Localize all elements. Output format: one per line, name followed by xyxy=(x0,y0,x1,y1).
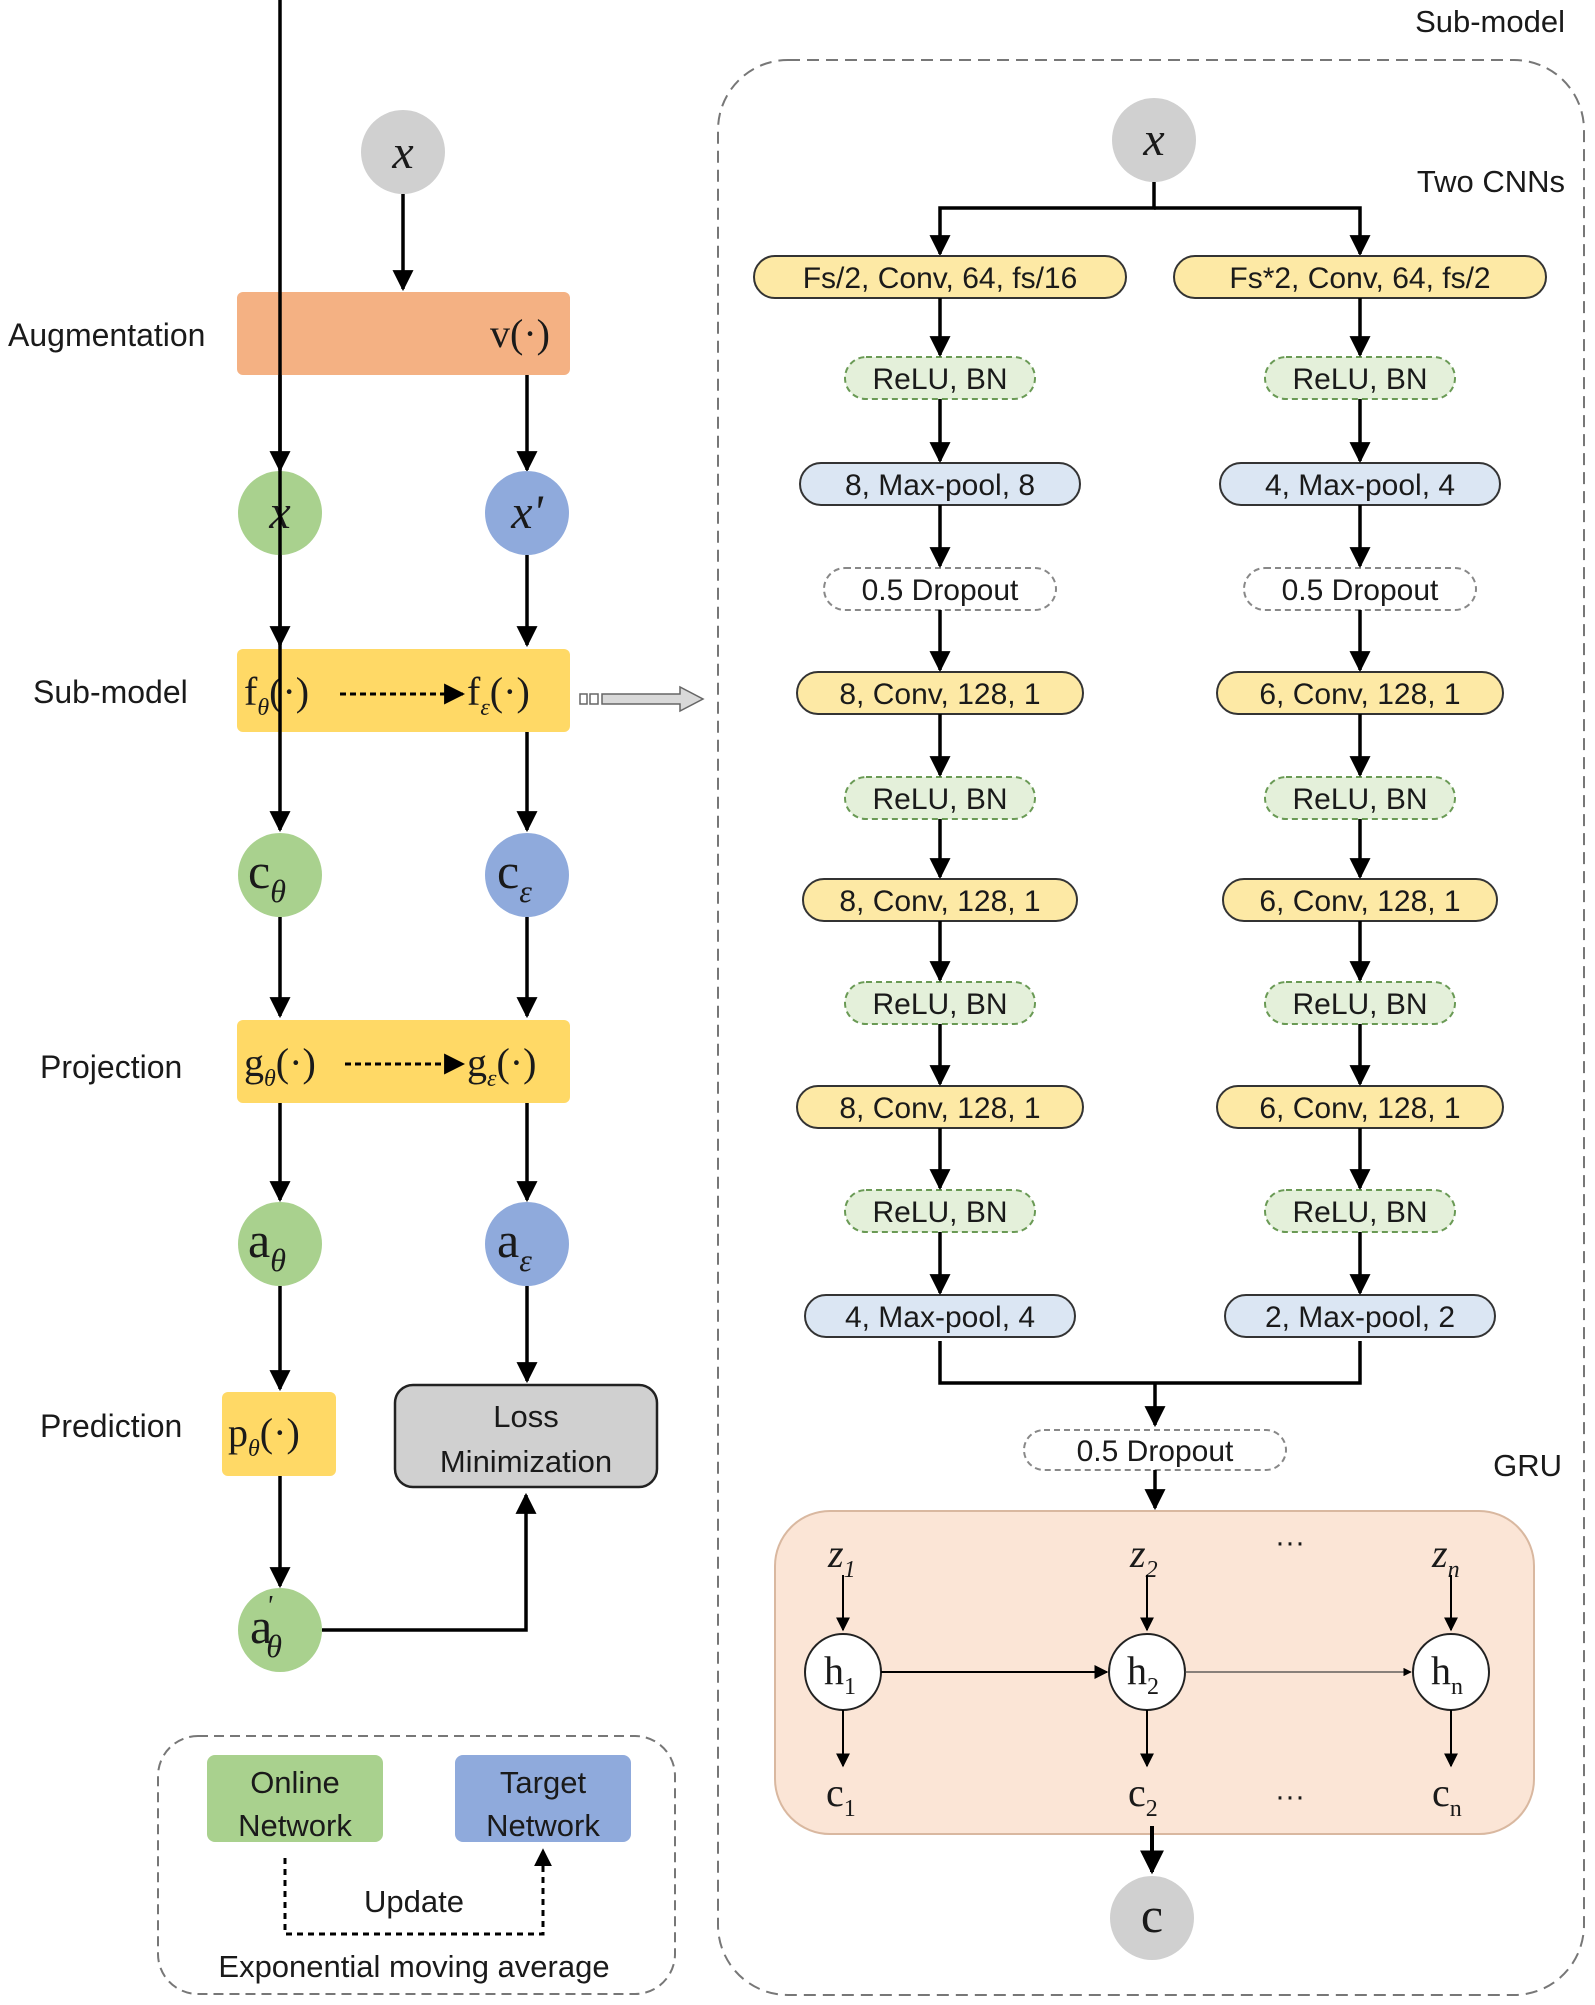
branch-b-label-3: 4, Max-pool, 4 xyxy=(1265,469,1455,502)
submodel-panel-title: Sub-model xyxy=(1415,4,1565,39)
branch-a-label-4: 0.5 Dropout xyxy=(862,574,1019,607)
output-node xyxy=(1110,1876,1194,1960)
loss-label-line2: Minimization xyxy=(440,1444,612,1479)
branch-a-label-1: Fs/2, Conv, 64, fs/16 xyxy=(803,262,1078,295)
gru-title: GRU xyxy=(1493,1448,1562,1483)
gru-ellipsis-bottom: ··· xyxy=(1275,1780,1305,1813)
merge-dropout-label: 0.5 Dropout xyxy=(1077,1435,1234,1468)
projection-target: gε(·) xyxy=(467,1040,536,1092)
prediction-box xyxy=(222,1392,336,1476)
gru-cells: z1 h1 c1 z2 h2 c2 zn hn cn ··· xyxy=(804,1526,1490,1822)
target-view-node xyxy=(485,471,569,555)
legend-online-line2: Network xyxy=(238,1808,352,1843)
legend-target xyxy=(455,1755,631,1842)
loss-label-line1: Loss xyxy=(493,1399,558,1434)
branch-a-label-2: ReLU, BN xyxy=(872,363,1007,396)
c-target-node xyxy=(485,833,569,917)
augmentation-function: v(·) xyxy=(490,311,550,356)
panel-input-node xyxy=(1112,98,1196,182)
submodel-target: fε(·) xyxy=(467,669,530,721)
branch-arrows xyxy=(929,298,1371,1296)
branch-b-label-8: ReLU, BN xyxy=(1292,988,1427,1021)
cnn-title: Two CNNs xyxy=(1417,164,1565,199)
expand-arrow xyxy=(579,685,705,713)
branch-a-label-9: 8, Conv, 128, 1 xyxy=(839,1092,1040,1125)
branch-b-label-10: ReLU, BN xyxy=(1292,1196,1427,1229)
branch-a-label-3: 8, Max-pool, 8 xyxy=(845,469,1035,502)
left-pipeline: x Augmentation v(·) x x' Sub-model fθ(·)… xyxy=(8,0,705,1995)
c-online-node xyxy=(238,833,322,917)
gru-cn: cn xyxy=(1432,1770,1462,1822)
prediction-label: Prediction xyxy=(40,1408,182,1444)
submodel-box xyxy=(237,649,570,732)
input-node xyxy=(361,110,445,194)
branch-b-label-9: 6, Conv, 128, 1 xyxy=(1259,1092,1460,1125)
gru-hn-label: hn xyxy=(1431,1648,1463,1700)
output-node-label: c xyxy=(1141,1887,1163,1943)
panel-input-label: x xyxy=(1142,113,1164,166)
branch-a-label-10: ReLU, BN xyxy=(872,1196,1007,1229)
branch-a-label-6: ReLU, BN xyxy=(872,783,1007,816)
a-target-label: aε xyxy=(497,1212,532,1278)
input-node-label: x xyxy=(391,126,413,179)
a-prime-label: a'θ xyxy=(250,1591,282,1664)
a-prime-node xyxy=(238,1588,322,1672)
c-online-label: cθ xyxy=(248,843,286,909)
gru-ellipsis-top: ··· xyxy=(1275,1526,1305,1559)
submodel-panel: Sub-model x Two CNNs Fs/2, Conv, 64, fs/… xyxy=(717,4,1585,1996)
submodel-online: fθ(·) xyxy=(244,669,309,721)
prediction-online: pθ(·) xyxy=(228,1410,300,1462)
augmentation-box xyxy=(237,292,570,375)
c-target-label: cε xyxy=(497,843,532,909)
legend-target-line2: Network xyxy=(486,1808,600,1843)
branch-b-label-4: 0.5 Dropout xyxy=(1282,574,1439,607)
a-online-node xyxy=(238,1202,322,1286)
branch-b-label-6: ReLU, BN xyxy=(1292,783,1427,816)
gru-h2-label: h2 xyxy=(1127,1648,1159,1700)
a-online-label: aθ xyxy=(248,1212,286,1278)
branch-b-label-7: 6, Conv, 128, 1 xyxy=(1259,885,1460,918)
legend-online-line1: Online xyxy=(250,1765,340,1800)
a-target-node xyxy=(485,1202,569,1286)
gru-h1-label: h1 xyxy=(824,1648,856,1700)
branch-b-label-2: ReLU, BN xyxy=(1292,363,1427,396)
gru-z1: z1 xyxy=(827,1531,856,1583)
submodel-panel-border xyxy=(717,59,1585,1996)
gru-c1: c1 xyxy=(826,1770,856,1822)
branch-b-label-11: 2, Max-pool, 2 xyxy=(1265,1301,1455,1334)
branch-a-label-8: ReLU, BN xyxy=(872,988,1007,1021)
submodel-label: Sub-model xyxy=(33,674,188,710)
legend-box xyxy=(157,1735,676,1995)
augmentation-label: Augmentation xyxy=(8,317,205,353)
target-view-label: x' xyxy=(510,486,543,539)
legend-ema: Exponential moving average xyxy=(218,1949,609,1984)
legend-online xyxy=(207,1755,383,1842)
legend-target-line1: Target xyxy=(500,1765,587,1800)
branch-a-label-7: 8, Conv, 128, 1 xyxy=(839,885,1040,918)
projection-box xyxy=(237,1020,570,1103)
branch-a-label-11: 4, Max-pool, 4 xyxy=(845,1301,1035,1334)
gru-z2: z2 xyxy=(1129,1531,1158,1583)
projection-online: gθ(·) xyxy=(244,1040,316,1092)
projection-label: Projection xyxy=(40,1049,182,1085)
loss-box xyxy=(393,1383,659,1489)
branch-b-label-1: Fs*2, Conv, 64, fs/2 xyxy=(1229,262,1490,295)
legend-update: Update xyxy=(364,1884,464,1919)
gru-c2: c2 xyxy=(1128,1770,1158,1822)
branch-a-label-5: 8, Conv, 128, 1 xyxy=(839,678,1040,711)
branch-b-label-5: 6, Conv, 128, 1 xyxy=(1259,678,1460,711)
